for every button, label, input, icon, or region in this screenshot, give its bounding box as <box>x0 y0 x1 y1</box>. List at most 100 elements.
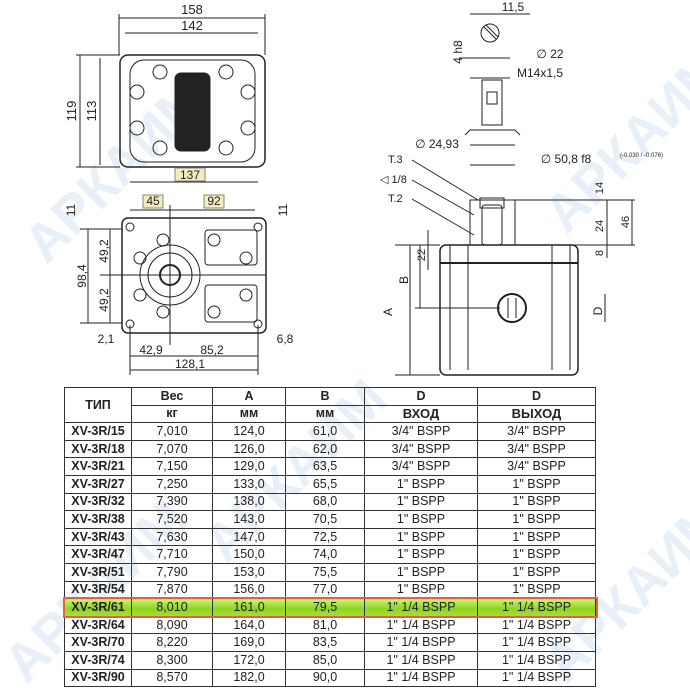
cell-type: XV-3R/54 <box>64 580 132 600</box>
dim-49-2-bottom: 49,2 <box>97 288 111 312</box>
cell-d-in: 1" BSPP <box>364 562 478 582</box>
cell-d-out: 1" BSPP <box>477 527 596 547</box>
header-weight: Вес <box>131 387 213 406</box>
cell-type: XV-3R/51 <box>64 562 132 582</box>
dim-d50-8: ∅ 50,8 f8 <box>541 152 592 166</box>
cell-a: 156,0 <box>212 580 286 600</box>
cell-weight: 7,520 <box>131 510 213 529</box>
cell-type: XV-3R/27 <box>64 474 132 494</box>
dim-6-8: 6,8 <box>277 332 294 346</box>
cell-a: 126,0 <box>212 439 286 459</box>
cell-d-in: 3/4" BSPP <box>364 422 478 441</box>
header-a: A <box>212 387 286 406</box>
header-b: B <box>285 387 365 406</box>
cell-d-out: 3/4" BSPP <box>477 422 596 441</box>
cell-d-in: 1" 1/4 BSPP <box>364 668 478 688</box>
cell-b: 81,0 <box>285 615 365 635</box>
dim-11-5: 11,5 <box>502 0 525 14</box>
cell-b: 61,0 <box>285 422 365 441</box>
dim-4h8: 4 h8 <box>451 40 465 64</box>
cell-weight: 8,090 <box>131 615 213 635</box>
dim-thread: M14x1,5 <box>517 66 563 80</box>
cell-b: 79,5 <box>285 598 365 617</box>
header-d-out: D <box>477 387 596 406</box>
front-view: 45 92 11 11 98,4 49,2 49,2 2,1 42,9 85,2… <box>64 194 294 375</box>
cell-d-out: 1" BSPP <box>477 580 596 600</box>
cell-weight: 8,220 <box>131 633 213 652</box>
cell-type: XV-3R/74 <box>64 650 132 670</box>
cell-type: XV-3R/47 <box>64 545 132 564</box>
cell-d-in: 1" BSPP <box>364 580 478 600</box>
cell-d-out: 1" 1/4 BSPP <box>477 650 596 670</box>
dim-49-2-top: 49,2 <box>97 239 111 263</box>
cell-weight: 7,150 <box>131 457 213 476</box>
cell-type: XV-3R/61 <box>64 598 132 617</box>
cell-d-in: 1" BSPP <box>364 510 478 529</box>
label-t2: T.2 <box>388 193 403 205</box>
cell-d-in: 1" 1/4 BSPP <box>364 633 478 652</box>
dim-22: 22 <box>416 249 428 261</box>
dim-tolerance: (-0.030 / -0.076) <box>620 153 663 159</box>
dim-42-9: 42,9 <box>139 343 163 357</box>
unit-weight: кг <box>131 404 213 424</box>
dim-d: D <box>591 306 605 315</box>
dim-128-1: 128,1 <box>175 357 205 371</box>
cell-d-out: 1" BSPP <box>477 562 596 582</box>
cell-type: XV-3R/64 <box>64 615 132 635</box>
cell-b: 85,0 <box>285 650 365 670</box>
cell-d-out: 1" 1/4 BSPP <box>477 615 596 635</box>
cell-a: 150,0 <box>212 545 286 564</box>
dim-11-right: 11 <box>276 203 290 216</box>
dim-a: A <box>381 308 395 316</box>
cell-d-out: 3/4" BSPP <box>477 457 596 476</box>
cell-a: 161,0 <box>212 598 286 617</box>
dim-92: 92 <box>207 194 221 208</box>
top-view: 158 142 119 113 137 <box>64 2 266 183</box>
cell-type: XV-3R/21 <box>64 457 132 476</box>
cell-d-out: 3/4" BSPP <box>477 439 596 459</box>
dim-14: 14 <box>594 182 606 194</box>
cell-d-out: 1" BSPP <box>477 510 596 529</box>
dim-142: 142 <box>181 18 203 33</box>
cell-d-in: 1" BSPP <box>364 545 478 564</box>
cell-a: 129,0 <box>212 457 286 476</box>
cell-weight: 7,870 <box>131 580 213 600</box>
cell-d-out: 1" 1/4 BSPP <box>477 598 596 617</box>
cell-d-in: 1" 1/4 BSPP <box>364 615 478 635</box>
cell-a: 164,0 <box>212 615 286 635</box>
cell-a: 133,0 <box>212 474 286 494</box>
cell-b: 63,5 <box>285 457 365 476</box>
header-type: ТИП <box>64 386 132 424</box>
cell-type: XV-3R/15 <box>64 422 132 441</box>
cell-d-in: 1" BSPP <box>364 492 478 512</box>
cell-b: 90,0 <box>285 668 365 688</box>
cell-d-out: 1" BSPP <box>477 492 596 512</box>
cell-weight: 8,300 <box>131 650 213 670</box>
dim-d24-93: ∅ 24,93 <box>415 137 459 151</box>
dim-85-2: 85,2 <box>200 343 224 357</box>
dim-2-1: 2,1 <box>98 332 115 346</box>
unit-a: мм <box>212 404 286 424</box>
cell-type: XV-3R/70 <box>64 633 132 652</box>
cell-b: 72,5 <box>285 527 365 547</box>
dim-119: 119 <box>64 101 79 122</box>
cell-b: 70,5 <box>285 510 365 529</box>
cell-type: XV-3R/18 <box>64 439 132 459</box>
cell-a: 169,0 <box>212 633 286 652</box>
cell-weight: 8,570 <box>131 668 213 688</box>
cell-weight: 8,010 <box>131 598 213 617</box>
cell-d-in: 3/4" BSPP <box>364 439 478 459</box>
unit-d-out: ВЫХОД <box>477 404 596 424</box>
cell-d-in: 3/4" BSPP <box>364 457 478 476</box>
cell-a: 124,0 <box>212 422 286 441</box>
dim-137: 137 <box>180 168 200 182</box>
dim-45: 45 <box>146 194 160 208</box>
side-view: 11,5 4 h8 ∅ 22 M14x1,5 ∅ 24,93 ∅ 50,8 f8… <box>380 0 663 376</box>
